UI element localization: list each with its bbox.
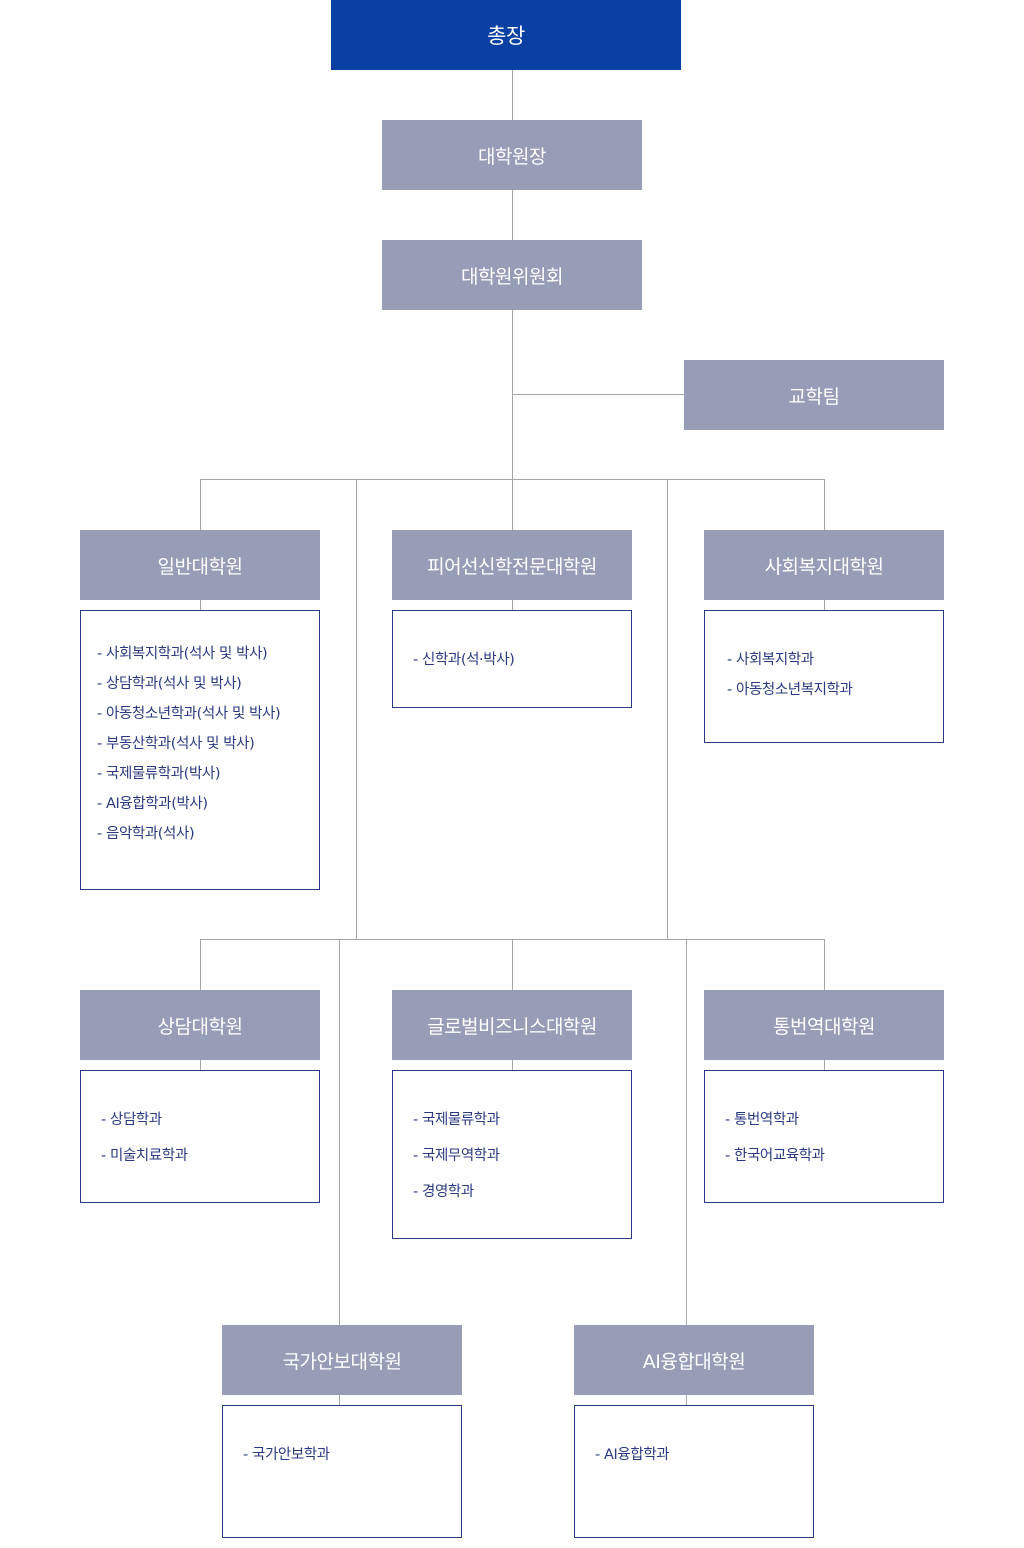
program-item: - 국제물류학과(박사)	[97, 766, 221, 782]
program-item: - 국제물류학과	[413, 1112, 500, 1128]
program-item: - 사회복지학과(석사 및 박사)	[97, 646, 268, 662]
school-box-social-welfare: 사회복지대학원	[704, 530, 944, 600]
connector-line	[512, 394, 684, 395]
program-item: - 상담학과	[101, 1112, 162, 1128]
program-item: - AI융합학과	[595, 1447, 670, 1463]
program-item: - 국가안보학과	[243, 1447, 330, 1463]
program-item: - 아동청소년학과(석사 및 박사)	[97, 706, 281, 722]
program-list-global-business: - 국제물류학과 - 국제무역학과 - 경영학과	[392, 1070, 632, 1239]
connector-line	[824, 479, 825, 530]
connector-line	[512, 70, 513, 120]
school-box-counseling: 상담대학원	[80, 990, 320, 1060]
connector-line	[200, 479, 201, 530]
program-item: - 신학과(석·박사)	[413, 652, 515, 668]
connector-line	[356, 479, 357, 939]
connector-line	[200, 939, 201, 990]
program-list-national-security: - 국가안보학과	[222, 1405, 462, 1538]
connector-line	[824, 600, 825, 610]
program-list-theology: - 신학과(석·박사)	[392, 610, 632, 708]
program-list-interpretation: - 통번역학과 - 한국어교육학과	[704, 1070, 944, 1203]
program-item: - 아동청소년복지학과	[727, 682, 853, 698]
program-item: - 상담학과(석사 및 박사)	[97, 676, 242, 692]
school-box-national-security: 국가안보대학원	[222, 1325, 462, 1395]
program-item: - 사회복지학과	[727, 652, 814, 668]
program-item: - 경영학과	[413, 1184, 474, 1200]
program-list-ai-convergence: - AI융합학과	[574, 1405, 814, 1538]
program-item: - 음악학과(석사)	[97, 826, 195, 842]
program-list-social-welfare: - 사회복지학과 - 아동청소년복지학과	[704, 610, 944, 743]
connector-line	[686, 1395, 687, 1405]
connector-line	[339, 1395, 340, 1405]
connector-line	[512, 190, 513, 240]
connector-line	[824, 939, 825, 990]
connector-line	[200, 1060, 201, 1070]
program-item: - 국제무역학과	[413, 1148, 500, 1164]
program-item: - 미술치료학과	[101, 1148, 188, 1164]
connector-line	[339, 939, 340, 1325]
school-box-general: 일반대학원	[80, 530, 320, 600]
program-item: - AI융합학과(박사)	[97, 796, 208, 812]
president-box: 총장	[331, 0, 681, 70]
academic-team-box: 교학팀	[684, 360, 944, 430]
connector-line	[200, 479, 825, 480]
program-item: - 부동산학과(석사 및 박사)	[97, 736, 255, 752]
connector-line	[512, 600, 513, 610]
connector-line	[200, 600, 201, 610]
connector-line	[667, 479, 668, 939]
school-box-ai-convergence: AI융합대학원	[574, 1325, 814, 1395]
connector-line	[512, 310, 513, 530]
program-item: - 한국어교육학과	[725, 1148, 825, 1164]
committee-box: 대학원위원회	[382, 240, 642, 310]
program-list-counseling: - 상담학과 - 미술치료학과	[80, 1070, 320, 1203]
dean-box: 대학원장	[382, 120, 642, 190]
connector-line	[512, 1060, 513, 1070]
school-box-theology: 피어선신학전문대학원	[392, 530, 632, 600]
school-box-interpretation: 통번역대학원	[704, 990, 944, 1060]
program-item: - 통번역학과	[725, 1112, 799, 1128]
connector-line	[686, 939, 687, 1325]
program-list-general: - 사회복지학과(석사 및 박사) - 상담학과(석사 및 박사) - 아동청소…	[80, 610, 320, 890]
school-box-global-business: 글로벌비즈니스대학원	[392, 990, 632, 1060]
connector-line	[824, 1060, 825, 1070]
connector-line	[512, 939, 513, 990]
